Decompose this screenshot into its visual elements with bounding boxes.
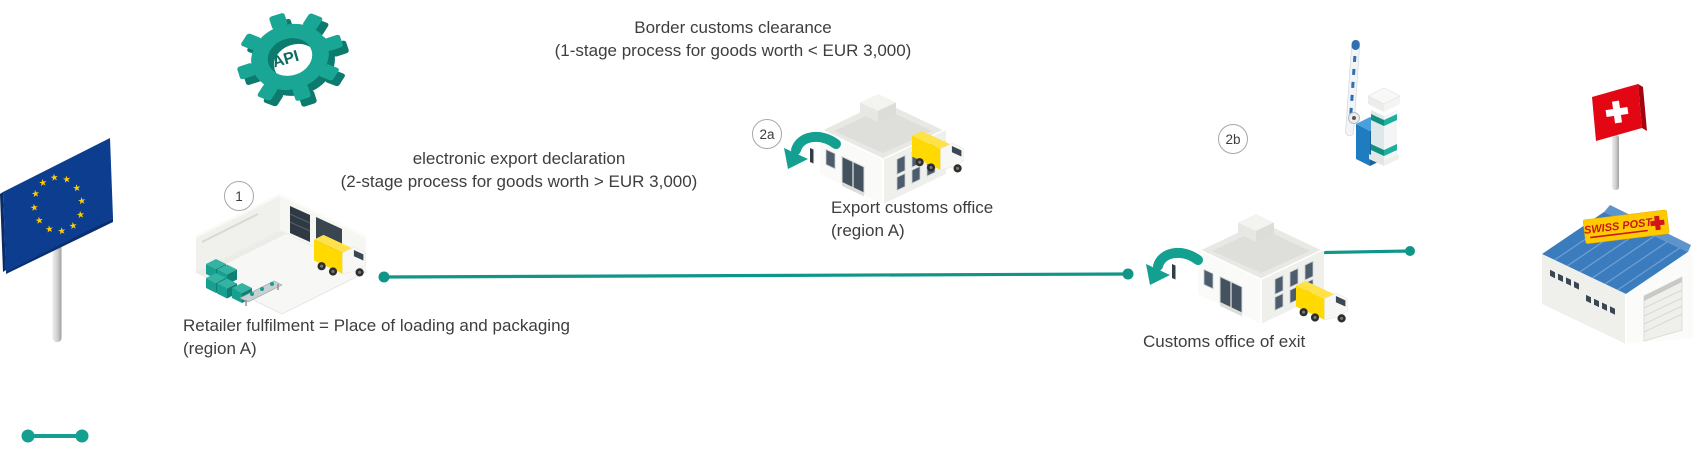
eu-star: ★ [68,220,78,232]
export-office-label-line1: Export customs office [831,198,994,217]
eu-flag-icon: ★ ★ ★ ★ ★ ★ ★ ★ ★ ★ ★ ★ [0,138,113,342]
swiss-post-sign: SWISS POST [1582,209,1670,244]
eu-star: ★ [77,195,87,207]
swiss-post-building-icon: SWISS POST [1542,205,1693,344]
export-declaration-line2: (2-stage process for goods worth > EUR 3… [340,172,698,191]
retailer-label: Retailer fulfilment = Place of loading a… [183,314,570,360]
eu-star: ★ [76,209,86,221]
api-gear-label: API [271,48,301,72]
swiss-cross-icon [1650,215,1665,231]
warehouse-door [290,206,310,242]
eu-star: ★ [57,225,67,237]
swiss-flag-icon [1592,84,1647,190]
eu-star: ★ [44,224,54,236]
exit-office-label: Customs office of exit [1143,330,1305,353]
border-clearance-note: Border customs clearance (1-stage proces… [533,16,933,62]
border-clearance-line1: Border customs clearance [634,18,832,37]
border-pillar-icon [1367,87,1401,166]
eu-star: ★ [31,188,41,200]
eu-star: ★ [72,182,82,194]
border-clearance-line2: (1-stage process for goods worth < EUR 3… [554,41,912,60]
eu-star: ★ [49,172,59,184]
eu-star: ★ [62,174,72,186]
step-badge-1: 1 [224,181,254,211]
step-badge-2b: 2b [1218,124,1248,154]
export-declaration-line1: electronic export declaration [412,149,626,168]
warehouse-conveyor [239,280,283,306]
eu-star: ★ [34,215,44,227]
entry-arrow-2b-icon [1146,253,1198,285]
export-office-label: Export customs office (region A) [831,196,993,242]
warehouse-shelves [206,259,252,303]
api-gear-icon: API [237,13,349,107]
export-declaration-note: electronic export declaration (2-stage p… [319,147,719,193]
retailer-label-line1: Retailer fulfilment = Place of loading a… [183,316,570,335]
eu-star: ★ [29,202,39,214]
eu-star: ★ [38,177,48,189]
export-office-label-line2: (region A) [831,221,905,240]
legend-line [21,429,89,443]
flow-line-retailer-to-exit [378,268,1134,283]
retailer-label-line2: (region A) [183,339,257,358]
exit-office-label-line1: Customs office of exit [1143,332,1306,351]
step-badge-2a: 2a [752,119,782,149]
